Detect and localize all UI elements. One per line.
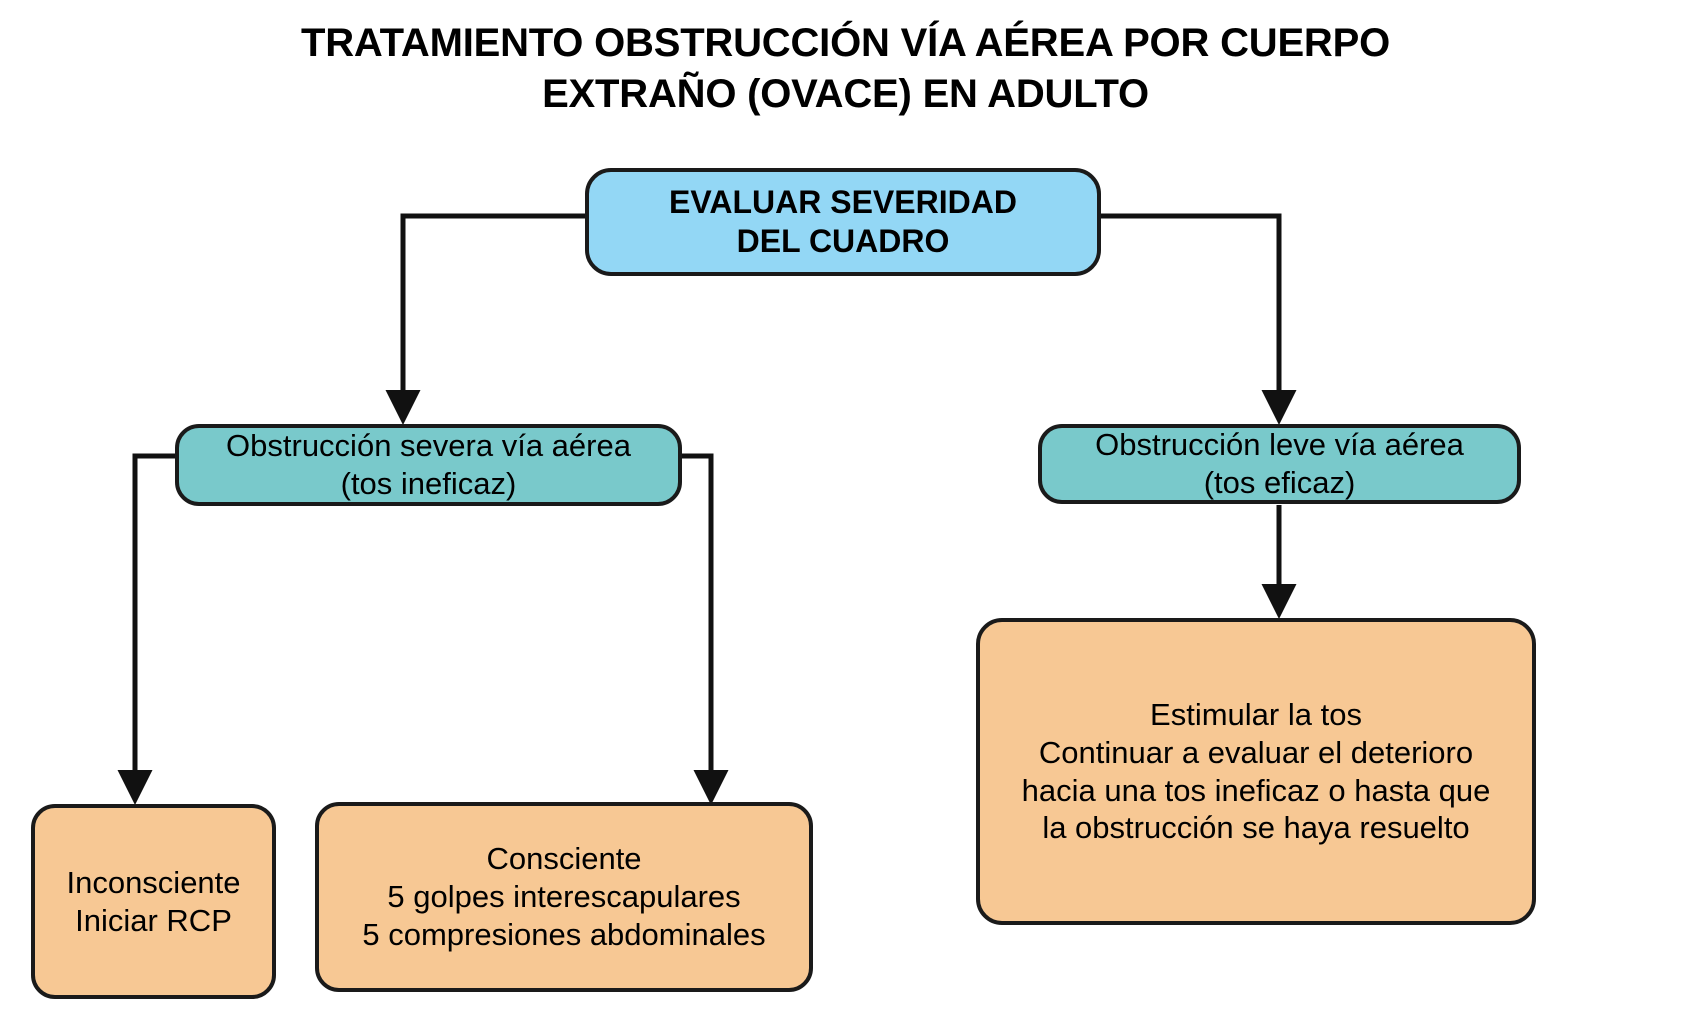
node-consciente-golpes-line-1: Consciente <box>486 841 642 877</box>
node-inconsciente-rcp-line-1: Inconsciente <box>66 864 241 900</box>
node-evaluar-severidad-line-1: EVALUAR SEVERIDAD <box>669 183 1017 220</box>
node-consciente-golpes[interactable]: Consciente 5 golpes interescapulares 5 c… <box>315 802 813 992</box>
node-inconsciente-rcp-text: Inconsciente Iniciar RCP <box>35 864 272 940</box>
page-title-line-1: TRATAMIENTO OBSTRUCCIÓN VÍA AÉREA POR CU… <box>300 21 1390 65</box>
node-inconsciente-rcp-line-2: Iniciar RCP <box>75 902 232 938</box>
node-obstruccion-severa-text: Obstrucción severa vía aérea (tos inefic… <box>179 427 678 503</box>
node-estimular-la-tos-line-2: Continuar a evaluar el deterioro <box>1038 734 1474 770</box>
node-obstruccion-severa[interactable]: Obstrucción severa vía aérea (tos inefic… <box>175 424 682 506</box>
node-estimular-la-tos-line-3: hacia una tos ineficaz o hasta que <box>1021 772 1491 808</box>
node-obstruccion-leve-line-2: (tos eficaz) <box>1203 465 1356 500</box>
node-consciente-golpes-text: Consciente 5 golpes interescapulares 5 c… <box>319 840 809 953</box>
node-obstruccion-leve-text: Obstrucción leve vía aérea (tos eficaz) <box>1042 426 1517 502</box>
node-consciente-golpes-line-3: 5 compresiones abdominales <box>362 916 766 952</box>
page-title-line-2: EXTRAÑO (OVACE) EN ADULTO <box>542 72 1149 117</box>
node-estimular-la-tos-text: Estimular la tos Continuar a evaluar el … <box>980 696 1532 847</box>
node-estimular-la-tos-line-4: la obstrucción se haya resuelto <box>1042 810 1470 846</box>
edge-severa-to-inconsciente <box>117 453 175 805</box>
node-consciente-golpes-line-2: 5 golpes interescapulares <box>387 879 741 915</box>
node-estimular-la-tos[interactable]: Estimular la tos Continuar a evaluar el … <box>976 618 1536 925</box>
node-obstruccion-leve-line-1: Obstrucción leve vía aérea <box>1095 427 1464 463</box>
node-estimular-la-tos-line-1: Estimular la tos <box>1150 696 1362 732</box>
edge-evaluar-to-severa <box>385 213 585 425</box>
edge-severa-to-consciente <box>682 453 729 805</box>
node-obstruccion-severa-line-1: Obstrucción severa vía aérea <box>226 428 631 464</box>
page-title: TRATAMIENTO OBSTRUCCIÓN VÍA AÉREA POR CU… <box>0 18 1691 120</box>
node-inconsciente-rcp[interactable]: Inconsciente Iniciar RCP <box>31 804 276 999</box>
edge-evaluar-to-leve <box>1101 213 1297 425</box>
node-evaluar-severidad-line-2: DEL CUADRO <box>736 223 950 259</box>
node-obstruccion-leve[interactable]: Obstrucción leve vía aérea (tos eficaz) <box>1038 424 1521 504</box>
node-obstruccion-severa-line-2: (tos ineficaz) <box>340 466 517 501</box>
node-evaluar-severidad-text: EVALUAR SEVERIDAD DEL CUADRO <box>589 183 1097 261</box>
node-evaluar-severidad[interactable]: EVALUAR SEVERIDAD DEL CUADRO <box>585 168 1101 276</box>
